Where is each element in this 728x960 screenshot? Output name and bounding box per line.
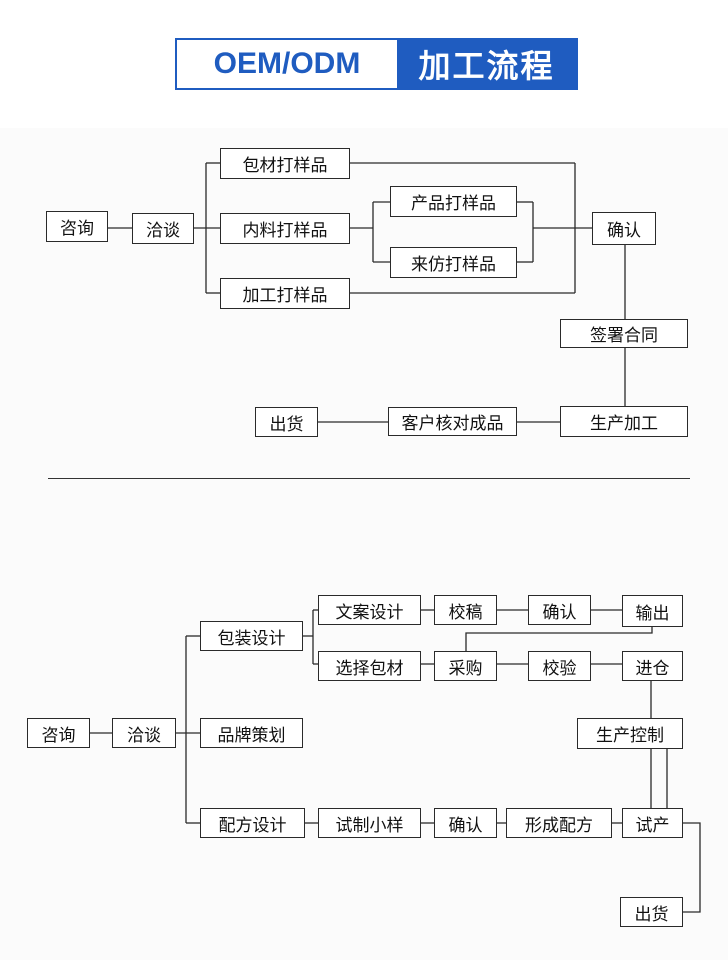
node-pack-sample: 包材打样品 <box>220 148 350 179</box>
title-banner: OEM/ODM 加工流程 <box>175 38 578 90</box>
node-copy-sample: 来仿打样品 <box>390 247 517 278</box>
node-inner-sample: 内料打样品 <box>220 213 350 244</box>
node-negotiate-2: 洽谈 <box>112 718 176 748</box>
node-sign-contract: 签署合同 <box>560 319 688 348</box>
node-negotiate: 洽谈 <box>132 213 194 244</box>
node-consult-2: 咨询 <box>27 718 90 748</box>
node-confirm-top: 确认 <box>528 595 591 625</box>
node-ship-2: 出货 <box>620 897 683 927</box>
node-warehouse-in: 进仓 <box>622 651 683 681</box>
node-trial-production: 试产 <box>622 808 683 838</box>
node-consult: 咨询 <box>46 211 108 242</box>
node-trial-sample: 试制小样 <box>318 808 421 838</box>
node-customer-check: 客户核对成品 <box>388 407 517 436</box>
node-formula-design: 配方设计 <box>200 808 305 838</box>
node-copy-design: 文案设计 <box>318 595 421 625</box>
node-brand-planning: 品牌策划 <box>200 718 303 748</box>
node-output: 输出 <box>622 595 683 627</box>
node-production-control: 生产控制 <box>577 718 683 749</box>
node-form-formula: 形成配方 <box>506 808 612 838</box>
section-divider <box>48 478 690 479</box>
node-select-material: 选择包材 <box>318 651 421 681</box>
node-purchase: 采购 <box>434 651 497 681</box>
node-product-sample: 产品打样品 <box>390 186 517 217</box>
title-oem-odm: OEM/ODM <box>213 47 361 80</box>
node-production: 生产加工 <box>560 406 688 437</box>
node-process-sample: 加工打样品 <box>220 278 350 309</box>
node-proofread: 校稿 <box>434 595 497 625</box>
node-confirm-bottom: 确认 <box>434 808 497 838</box>
node-ship: 出货 <box>255 407 318 437</box>
node-confirm: 确认 <box>592 212 656 245</box>
node-inspect: 校验 <box>528 651 591 681</box>
node-package-design: 包装设计 <box>200 621 303 651</box>
title-process: 加工流程 <box>397 40 576 88</box>
